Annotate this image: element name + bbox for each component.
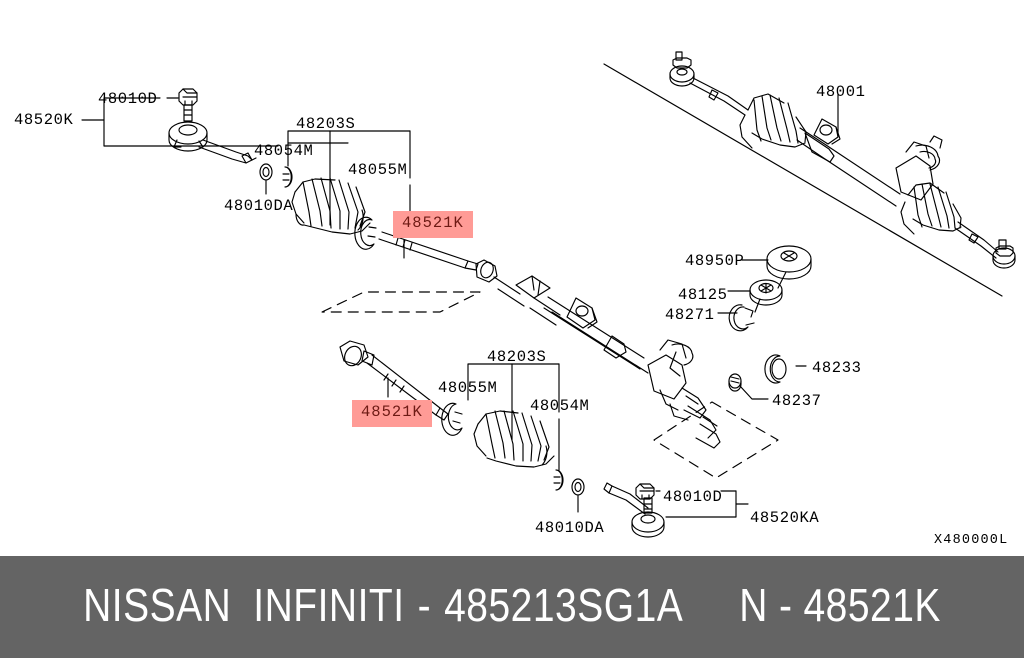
banner-ref-separator: - bbox=[778, 581, 793, 632]
callout-48520ka[interactable]: 48520KA bbox=[750, 509, 820, 527]
part-48237-plug bbox=[728, 373, 769, 400]
callout-48521k-lower-highlighted[interactable]: 48521K bbox=[352, 400, 432, 427]
brand-nissan: NISSAN bbox=[83, 581, 232, 632]
callout-48010da-lower[interactable]: 48010DA bbox=[535, 519, 605, 537]
callout-48054m-upper[interactable]: 48054M bbox=[254, 142, 314, 160]
parts-banner: NISSAN INFINITI - 485213SG1A N - 48521K bbox=[0, 556, 1024, 658]
leader-brackets-lower bbox=[467, 363, 560, 471]
part-48271-clip bbox=[717, 304, 755, 332]
callout-48203s-upper[interactable]: 48203S bbox=[296, 115, 356, 133]
callout-48233[interactable]: 48233 bbox=[812, 359, 862, 377]
banner-separator: - bbox=[417, 581, 432, 632]
callout-48237[interactable]: 48237 bbox=[772, 392, 822, 410]
diagram-code: X480000L bbox=[934, 533, 1009, 548]
part-48125-bushing bbox=[727, 279, 783, 313]
part-steering-boot-upper bbox=[291, 177, 371, 235]
callout-48950p[interactable]: 48950P bbox=[685, 252, 745, 270]
callout-48271[interactable]: 48271 bbox=[665, 306, 715, 324]
part-outer-tie-rod-end-lower bbox=[603, 482, 665, 538]
part-steering-boot-lower bbox=[473, 410, 555, 468]
dashed-box-lower bbox=[653, 401, 779, 479]
part-48950p-mount-cover bbox=[741, 245, 812, 289]
part-48054m-upper bbox=[282, 152, 293, 188]
dashed-box-upper bbox=[321, 291, 481, 313]
part-outer-tie-rod-end-upper bbox=[168, 88, 257, 164]
callout-48010da-upper[interactable]: 48010DA bbox=[224, 197, 294, 215]
callout-48125[interactable]: 48125 bbox=[678, 286, 728, 304]
banner-part-number: 485213SG1A bbox=[444, 581, 684, 632]
part-inner-tie-rod-upper bbox=[378, 231, 498, 283]
banner-text-row: NISSAN INFINITI - 485213SG1A N - 48521K bbox=[83, 581, 941, 633]
part-48054m-lower bbox=[553, 469, 564, 491]
callout-48054m-lower[interactable]: 48054M bbox=[530, 397, 590, 415]
callout-48010d-lower[interactable]: 48010D bbox=[663, 488, 723, 506]
part-48055m-ring-lower bbox=[441, 391, 469, 436]
callout-48001[interactable]: 48001 bbox=[816, 83, 866, 101]
brand-infiniti: INFINITI bbox=[253, 581, 405, 632]
callout-48055m-lower[interactable]: 48055M bbox=[438, 379, 498, 397]
part-48055m-ring-upper bbox=[354, 216, 377, 250]
callout-48520k[interactable]: 48520K bbox=[14, 111, 74, 129]
callout-48055m-upper[interactable]: 48055M bbox=[348, 161, 408, 179]
callout-48010d-upper[interactable]: 48010D bbox=[98, 90, 158, 108]
leader-48520k-bracket bbox=[81, 97, 279, 147]
banner-ref-number: 48521K bbox=[803, 581, 941, 632]
callout-48203s-lower[interactable]: 48203S bbox=[487, 348, 547, 366]
leader-48520ka-bracket bbox=[665, 490, 749, 518]
diagram-canvas: 48520K 48010D 48203S 48054M 48055M 48010… bbox=[14, 51, 1016, 548]
part-steering-gear-assembly-48001 bbox=[603, 51, 1016, 297]
exploded-parts-drawing bbox=[81, 51, 1016, 538]
part-48233-seal bbox=[764, 354, 807, 384]
callout-48521k-upper-highlighted[interactable]: 48521K bbox=[393, 211, 473, 238]
part-rack-housing-center bbox=[493, 275, 721, 449]
banner-ref-prefix: N bbox=[739, 581, 768, 632]
part-48010da-lower bbox=[571, 478, 585, 513]
part-48010da-upper bbox=[259, 163, 273, 195]
